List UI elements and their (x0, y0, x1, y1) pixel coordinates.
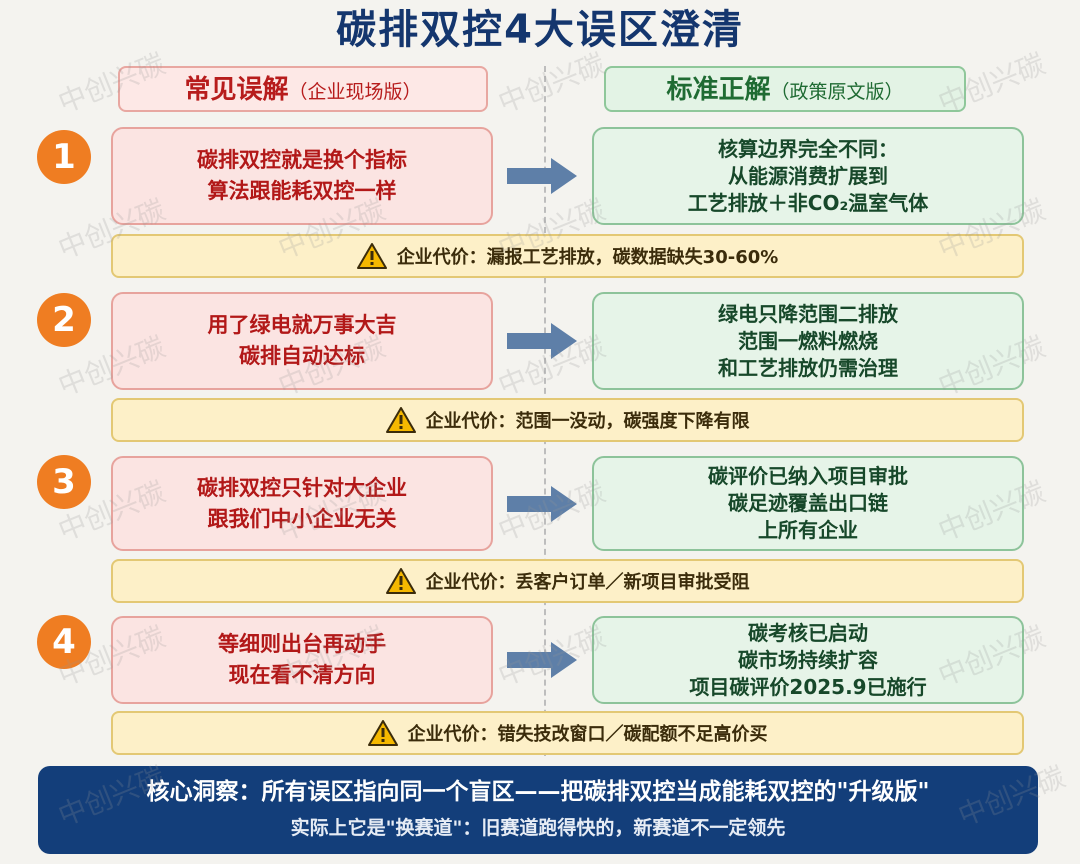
correct-line: 从能源消费扩展到 (728, 163, 888, 188)
cost-banner: 企业代价：漏报工艺排放，碳数据缺失30-60% (111, 234, 1024, 278)
correct-header-subtitle: （政策原文版） (770, 81, 904, 103)
misconception-box: 等细则出台再动手 现在看不清方向 (111, 616, 493, 704)
misconception-line: 跟我们中小企业无关 (207, 506, 397, 531)
misconception-line: 碳排自动达标 (239, 344, 365, 368)
correct-line: 绿电只降范围二排放 (718, 301, 898, 326)
cost-banner: 企业代价：范围一没动，碳强度下降有限 (111, 398, 1024, 442)
correct-line: 碳足迹覆盖出口链 (728, 491, 888, 515)
correct-line: 项目碳评价2025.9已施行 (689, 674, 927, 699)
warning-icon (367, 720, 398, 746)
misconception-header: 常见误解（企业现场版） (118, 66, 488, 112)
cost-text: 企业代价：错失技改窗口／碳配额不足高价买 (407, 724, 768, 745)
misconception-box: 用了绿电就万事大吉 碳排自动达标 (111, 292, 493, 390)
cost-banner: 企业代价：丢客户订单／新项目审批受阻 (111, 559, 1024, 603)
correct-line: 碳市场持续扩容 (738, 647, 878, 672)
misconception-line: 用了绿电就万事大吉 (207, 313, 397, 337)
correct-header: 标准正解（政策原文版） (604, 66, 966, 112)
correct-line: 工艺排放＋非CO₂温室气体 (687, 190, 929, 215)
misconception-header-title: 常见误解 (184, 75, 289, 105)
misconception-header-subtitle: （企业现场版） (288, 81, 422, 103)
core-insight-headline: 核心洞察：所有误区指向同一个盲区——把碳排双控当成能耗双控的"升级版" (146, 779, 930, 805)
correct-line: 和工艺排放仍需治理 (718, 355, 898, 380)
cost-text: 企业代价：丢客户订单／新项目审批受阻 (425, 572, 750, 593)
cost-text: 企业代价：漏报工艺排放，碳数据缺失30-60% (396, 247, 779, 268)
correct-box: 碳评价已纳入项目审批 碳足迹覆盖出口链 上所有企业 (592, 456, 1024, 551)
misconception-line: 算法跟能耗双控一样 (207, 179, 397, 203)
correct-header-title: 标准正解 (666, 75, 771, 105)
misconception-line: 现在看不清方向 (228, 663, 376, 687)
cost-banner: 企业代价：错失技改窗口／碳配额不足高价买 (111, 711, 1024, 755)
warning-icon (385, 407, 416, 433)
item-number-badge: 4 (37, 615, 91, 669)
right-arrow-icon (507, 158, 577, 194)
cost-text: 企业代价：范围一没动，碳强度下降有限 (425, 411, 750, 432)
misconception-box: 碳排双控只针对大企业 跟我们中小企业无关 (111, 456, 493, 551)
misconception-line: 等细则出台再动手 (218, 632, 386, 656)
misconception-line: 碳排双控只针对大企业 (197, 475, 407, 500)
correct-box: 核算边界完全不同： 从能源消费扩展到 工艺排放＋非CO₂温室气体 (592, 127, 1024, 225)
right-arrow-icon (507, 486, 577, 522)
correct-line: 碳考核已启动 (748, 620, 868, 645)
correct-box: 碳考核已启动 碳市场持续扩容 项目碳评价2025.9已施行 (592, 616, 1024, 704)
correct-line: 范围一燃料燃烧 (738, 328, 878, 353)
item-number-badge: 2 (37, 293, 91, 347)
item-number-badge: 1 (37, 130, 91, 184)
correct-line: 碳评价已纳入项目审批 (708, 464, 908, 488)
correct-box: 绿电只降范围二排放 范围一燃料燃烧 和工艺排放仍需治理 (592, 292, 1024, 390)
core-insight-panel: 核心洞察：所有误区指向同一个盲区——把碳排双控当成能耗双控的"升级版" 实际上它… (38, 766, 1038, 854)
correct-line: 上所有企业 (758, 518, 858, 542)
page-title: 碳排双控4大误区澄清 (336, 7, 744, 53)
misconception-line: 碳排双控就是换个指标 (197, 148, 407, 172)
item-number-badge: 3 (37, 455, 91, 509)
right-arrow-icon (507, 323, 577, 359)
core-insight-detail: 实际上它是"换赛道"：旧赛道跑得快的，新赛道不一定领先 (290, 817, 786, 839)
right-arrow-icon (507, 642, 577, 678)
misconception-box: 碳排双控就是换个指标 算法跟能耗双控一样 (111, 127, 493, 225)
warning-icon (356, 243, 387, 269)
warning-icon (385, 568, 416, 594)
correct-line: 核算边界完全不同： (718, 136, 898, 161)
